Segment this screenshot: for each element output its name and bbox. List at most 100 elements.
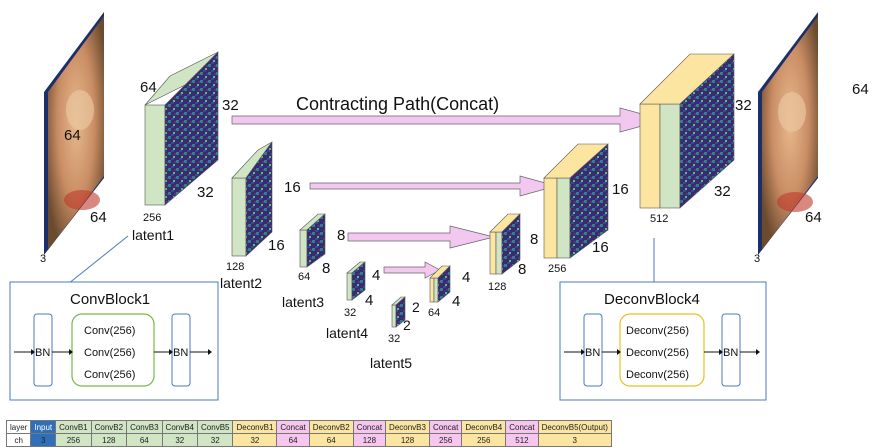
decoder256-d-label: 16 (592, 239, 609, 256)
latent1-w-label: 32 (222, 97, 239, 114)
ch-cell: 128 (90, 433, 128, 447)
ch-cell: 32 (232, 433, 278, 447)
decoder128-w-label: 8 (530, 231, 538, 248)
latent3-ch-label: 64 (298, 271, 310, 283)
layer-cell: ConvB1 (55, 420, 92, 434)
latent1-ch-label: 256 (143, 212, 161, 224)
skip-arrow-4 (383, 261, 441, 279)
decoder128-ch-label: 128 (488, 281, 506, 293)
layer-cell: Input (30, 420, 57, 434)
decoder512-w-label: 32 (735, 97, 752, 114)
latent3-w-label: 8 (337, 227, 345, 244)
contracting-path-label: Contracting Path(Concat) (296, 94, 499, 114)
ch-cell: 512 (505, 433, 539, 447)
ch-cell: 3 (537, 433, 612, 447)
latent5-w-label: 2 (412, 299, 420, 315)
output-width-label: 64 (805, 209, 822, 226)
latent4-ch-label: 32 (344, 307, 356, 319)
decoder256-w-label: 16 (612, 181, 629, 198)
layer-cell: DeconvB4 (461, 420, 507, 434)
deconvblock-bn-left: BN (585, 347, 600, 359)
decoder-block-512 (639, 53, 735, 209)
latent3-name: latent3 (282, 294, 324, 310)
decoder256-ch-label: 256 (548, 263, 566, 275)
ch-cell: 128 (352, 433, 387, 447)
convblock-layer-1: Conv(256) (84, 325, 135, 337)
latent5-ch-label: 32 (388, 333, 400, 345)
input-width-label: 64 (90, 209, 107, 226)
deconvblock-detail (559, 281, 767, 401)
layer-cell: Concat (428, 420, 463, 434)
latent5-d-label: 2 (403, 317, 411, 333)
row-label-layer: layer (5, 420, 32, 434)
latent1-h-label: 64 (140, 79, 157, 96)
decoder64-d-label: 4 (452, 293, 460, 310)
layer-cell: ConvB3 (126, 420, 163, 434)
ch-cell: 32 (197, 433, 234, 447)
convblock-layer-3: Conv(256) (84, 369, 135, 381)
latent2-name: latent2 (220, 275, 262, 291)
latent1-name: latent1 (132, 227, 174, 243)
layer-cell: Concat (276, 420, 310, 434)
latent5-name: latent5 (370, 355, 412, 371)
latent3-d-label: 8 (322, 260, 330, 277)
latent2-ch-label: 128 (226, 261, 244, 273)
decoder512-ch-label: 512 (650, 213, 668, 225)
layer-cell: DeconvB1 (232, 420, 278, 434)
unet-diagram: 64 64 3 64 32 32 256 latent1 16 16 128 l… (9, 12, 869, 401)
latent1-block (144, 51, 219, 206)
ch-cell: 128 (385, 433, 430, 447)
deconvblock-layer-2: Deconv(256) (626, 347, 689, 359)
layer-cell: DeconvB5(Output) (537, 420, 612, 434)
latent2-block (231, 141, 273, 257)
layer-cell: DeconvB2 (308, 420, 354, 434)
ch-cell: 256 (461, 433, 507, 447)
output-image (758, 12, 818, 255)
layer-cell: ConvB2 (90, 420, 128, 434)
input-ch-label: 3 (40, 253, 46, 265)
ch-cell: 64 (276, 433, 310, 447)
latent5-block (391, 296, 406, 328)
deconvblock-layer-1: Deconv(256) (626, 325, 689, 337)
latent3-block (299, 213, 326, 268)
layer-cell: DeconvB3 (385, 420, 430, 434)
convblock-title: ConvBlock1 (70, 291, 150, 308)
decoder512-d-label: 32 (714, 183, 731, 200)
output-height-label: 64 (852, 81, 869, 98)
decoder-block-128 (489, 213, 521, 275)
ch-cell: 32 (161, 433, 199, 447)
layer-cell: ConvB5 (197, 420, 234, 434)
ch-cell: 3 (30, 433, 57, 447)
ch-cell: 256 (55, 433, 92, 447)
input-image (44, 12, 104, 255)
convblock-bn-right: BN (173, 347, 188, 359)
ch-cell: 256 (428, 433, 463, 447)
skip-arrow-3 (347, 225, 495, 249)
latent4-w-label: 4 (372, 267, 380, 284)
skip-arrow-2 (309, 175, 558, 197)
latent2-w-label: 16 (284, 179, 301, 196)
layer-cell: ConvB4 (161, 420, 199, 434)
latent4-block (346, 261, 366, 301)
convblock-detail (9, 281, 219, 401)
deconvblock-title: DeconvBlock4 (604, 291, 700, 308)
row-label-ch: ch (5, 433, 32, 447)
convblock-layer-2: Conv(256) (84, 347, 135, 359)
latent4-name: latent4 (326, 325, 368, 341)
layer-cell: Concat (505, 420, 539, 434)
decoder-block-256 (543, 143, 609, 259)
latent4-d-label: 4 (365, 292, 373, 309)
convblock-bn-left: BN (35, 347, 50, 359)
ch-cell: 64 (126, 433, 163, 447)
latent2-d-label: 16 (268, 237, 285, 254)
deconvblock-bn-right: BN (723, 347, 738, 359)
latent1-d-label: 32 (197, 184, 214, 201)
layer-cell: Concat (352, 420, 387, 434)
decoder-block-64 (429, 265, 451, 303)
convblock-connector (67, 235, 129, 285)
decoder64-w-label: 4 (462, 269, 470, 286)
decoder64-ch-label: 64 (428, 307, 440, 319)
